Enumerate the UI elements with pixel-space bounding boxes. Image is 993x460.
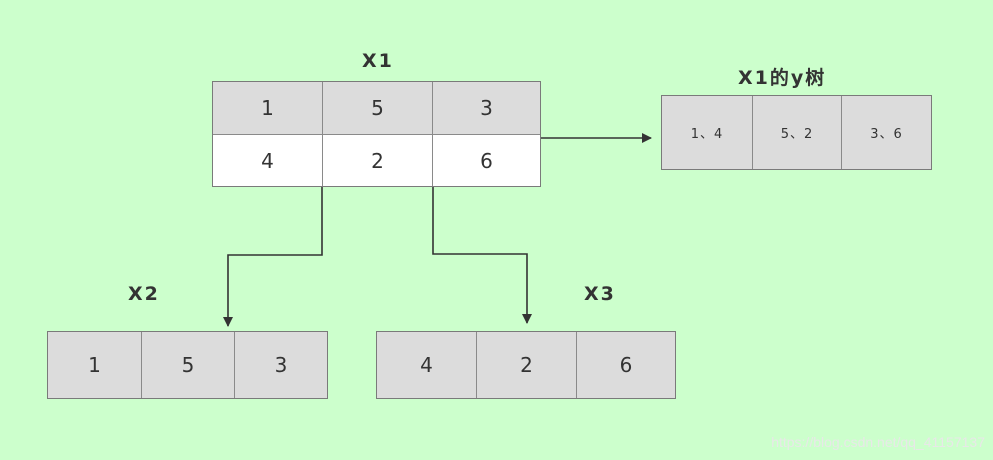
y-tree-cell: 1、4 — [662, 96, 753, 169]
x2-cell: 1 — [48, 332, 142, 398]
x3-cell: 4 — [377, 332, 477, 398]
watermark: https://blog.csdn.net/qq_41157137 — [771, 434, 985, 450]
x3-table: 4 2 6 — [376, 331, 676, 399]
x1-y-tree-label: X1的y树 — [738, 67, 827, 89]
x1-cell: 3 — [433, 82, 540, 135]
x1-cell: 4 — [213, 135, 323, 186]
x2-cell: 3 — [274, 353, 288, 377]
x1-cell: 5 — [323, 82, 433, 135]
x2-cell: 5 — [142, 332, 235, 398]
y-tree-cell: 3、6 — [870, 127, 903, 142]
x2-table: 1 5 3 — [47, 331, 328, 399]
x3-cell: 6 — [619, 353, 633, 377]
x1-cell: 6 — [433, 135, 540, 186]
x3-cell: 2 — [477, 332, 577, 398]
x1-cell: 2 — [323, 135, 433, 186]
y-tree-cell: 5、2 — [753, 96, 842, 169]
x2-label: X2 — [128, 283, 160, 305]
x1-table: 1 5 3 4 2 6 — [212, 81, 541, 187]
x1-cell: 1 — [213, 82, 323, 135]
arrow-x1-to-x2 — [223, 187, 323, 327]
x1-y-tree-table: 1、4 5、2 3、6 — [661, 95, 932, 170]
x1-label: X1 — [362, 50, 394, 72]
x3-label: X3 — [584, 283, 616, 305]
arrow-x1-to-x3 — [432, 187, 532, 324]
